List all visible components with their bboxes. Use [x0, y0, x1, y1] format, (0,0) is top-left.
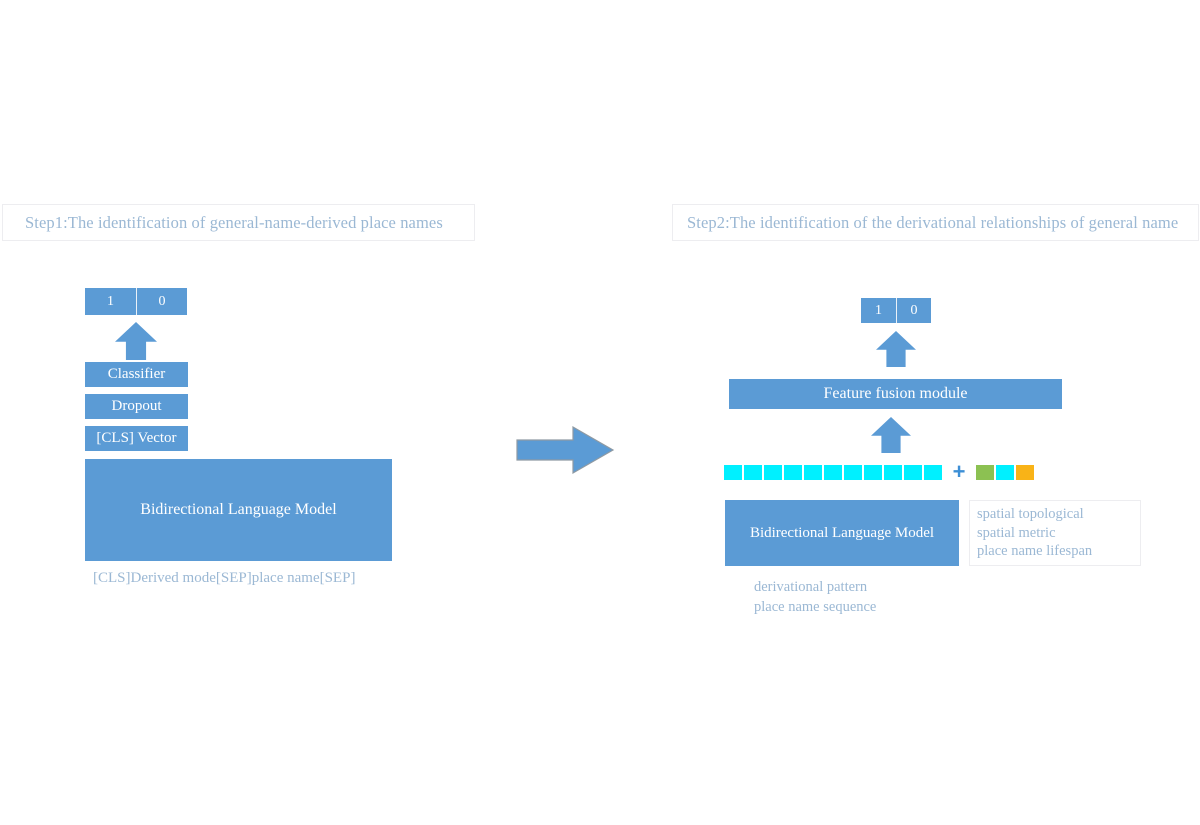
step2-input-caption-line-1: place name sequence — [754, 599, 877, 615]
auxiliary-feature-cell — [975, 464, 995, 481]
step-transition-arrow-icon — [516, 425, 615, 475]
step2-plus-icon: + — [952, 459, 966, 484]
step2-banner: Step2:The identification of the derivati… — [672, 204, 1199, 241]
step2-feature-list-item-2: place name lifespan — [977, 543, 1093, 559]
embedding-token-cell — [923, 464, 943, 481]
step2-bidirectional-language-model-box: Bidirectional Language Model — [725, 500, 959, 566]
step2-input-caption: derivational pattern place name sequence — [754, 577, 876, 617]
step2-output-cell-1: 1 — [861, 298, 896, 323]
step2-output-cells: 1 0 — [861, 298, 931, 323]
step1-banner: Step1:The identification of general-name… — [2, 204, 475, 241]
step2-bidirectional-language-model-label: Bidirectional Language Model — [749, 524, 935, 541]
step1-dropout-label: Dropout — [111, 398, 162, 414]
auxiliary-feature-cell — [995, 464, 1015, 481]
step1-output-cell-0: 0 — [136, 288, 187, 315]
step2-output-cell-0: 0 — [896, 298, 931, 323]
step1-bidirectional-language-model-label: Bidirectional Language Model — [140, 501, 337, 518]
step1-up-arrow-icon — [115, 322, 157, 360]
step2-feature-fusion-box: Feature fusion module — [729, 379, 1062, 409]
step1-output-cells: 1 0 — [85, 288, 187, 315]
step2-banner-label: Step2:The identification of the derivati… — [687, 212, 1179, 232]
step1-dropout-box: Dropout — [85, 394, 188, 419]
embedding-token-cell — [823, 464, 843, 481]
embedding-token-cell — [863, 464, 883, 481]
step2-feature-fusion-label: Feature fusion module — [823, 385, 968, 402]
embedding-token-cell — [903, 464, 923, 481]
embedding-token-cell — [783, 464, 803, 481]
embedding-token-cell — [883, 464, 903, 481]
step2-feature-list-item-0: spatial topological — [977, 506, 1084, 522]
step1-banner-label: Step1:The identification of general-name… — [25, 212, 443, 232]
step1-bidirectional-language-model-box: Bidirectional Language Model — [85, 459, 392, 561]
step2-embedding-token-strip — [723, 464, 943, 481]
embedding-token-cell — [803, 464, 823, 481]
embedding-token-cell — [763, 464, 783, 481]
step2-auxiliary-feature-strip — [975, 464, 1035, 481]
auxiliary-feature-cell — [1015, 464, 1035, 481]
embedding-token-cell — [743, 464, 763, 481]
step2-feature-list-box: spatial topological spatial metric place… — [969, 500, 1141, 566]
embedding-token-cell — [723, 464, 743, 481]
step1-cls-vector-box: [CLS] Vector — [85, 426, 188, 451]
embedding-token-cell — [843, 464, 863, 481]
step1-classifier-label: Classifier — [107, 366, 166, 382]
step1-input-caption: [CLS]Derived mode[SEP]place name[SEP] — [93, 570, 356, 586]
step2-lower-up-arrow-icon — [871, 417, 911, 453]
step1-classifier-box: Classifier — [85, 362, 188, 387]
step2-upper-up-arrow-icon — [876, 331, 916, 367]
step1-output-cell-1: 1 — [85, 288, 136, 315]
step2-input-caption-line-0: derivational pattern — [754, 579, 868, 595]
step2-feature-list-item-1: spatial metric — [977, 524, 1056, 541]
step1-cls-vector-label: [CLS] Vector — [96, 430, 177, 446]
